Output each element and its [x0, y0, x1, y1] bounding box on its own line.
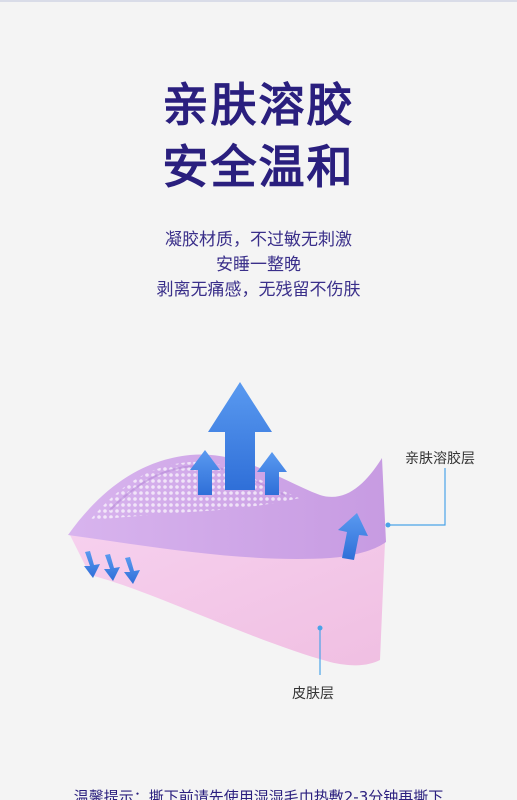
tilted-up-arrow-icon — [338, 513, 368, 560]
skin-layer-label: 皮肤层 — [292, 686, 334, 702]
skin-layer-callout — [317, 625, 323, 675]
skin-layer — [70, 535, 385, 666]
top-divider — [0, 0, 517, 2]
layer-illustration — [68, 382, 446, 675]
description-line-2: 安睡一整晚 — [216, 255, 301, 275]
gel-layer-label: 亲肤溶胶层 — [405, 451, 475, 467]
description-line-3: 剥离无痛感，无残留不伤肤 — [156, 280, 361, 300]
description-line-1: 凝胶材质，不过敏无刺激 — [165, 230, 352, 250]
big-up-arrow-icon — [208, 382, 272, 490]
headline-line-1: 亲肤溶胶 — [162, 78, 355, 132]
footer-tip: 温馨提示：撕下前请先使用湿湿毛巾热敷2-3分钟再撕下 — [73, 788, 444, 800]
small-up-arrow-left-icon — [190, 450, 220, 495]
small-up-arrow-right-icon — [257, 452, 287, 495]
gel-layer-callout — [385, 468, 446, 528]
down-arrows — [84, 551, 140, 584]
headline-line-2: 安全温和 — [162, 140, 355, 194]
